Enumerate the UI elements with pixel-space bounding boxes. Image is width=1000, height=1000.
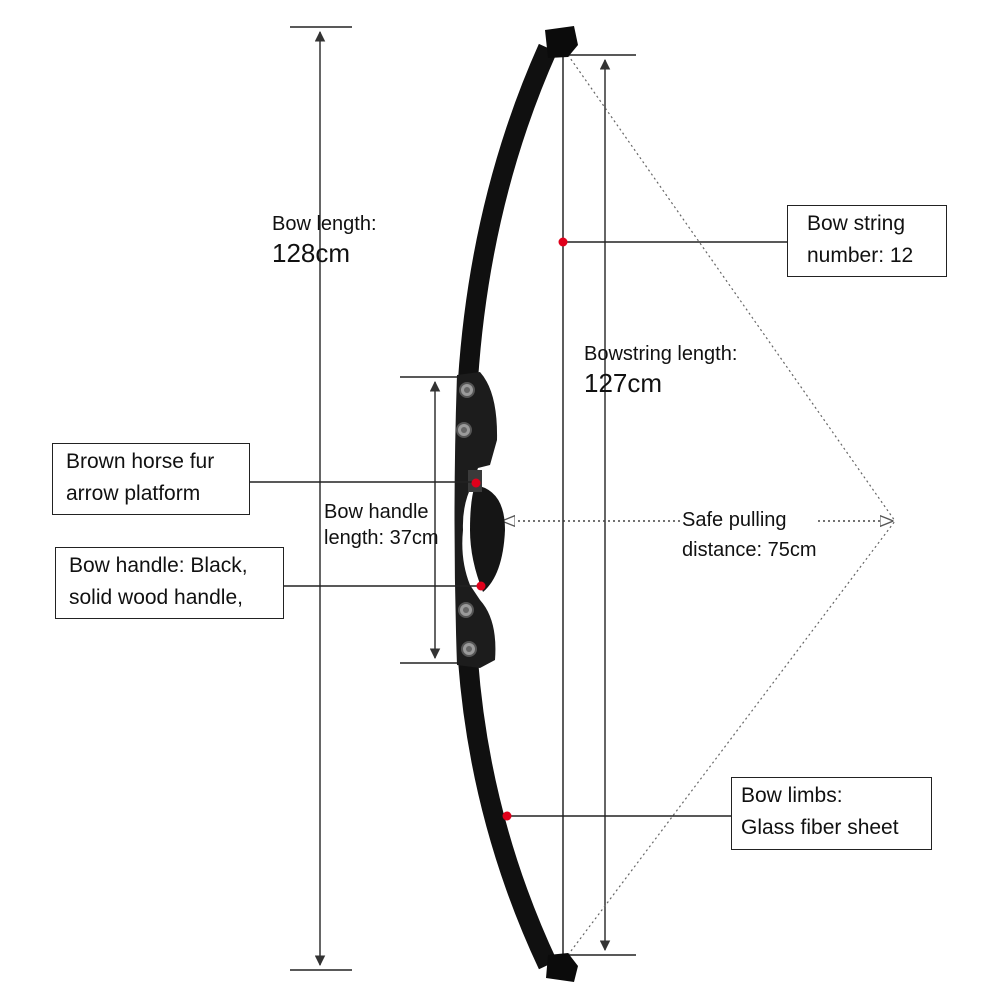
bolt-icon (456, 382, 477, 657)
bow-handle-length-line2: length: 37cm (324, 527, 439, 549)
bow-limbs-line1: Bow limbs: (741, 784, 843, 807)
marker-bow-handle (476, 581, 486, 591)
bow-handle-length-label: Bow handle length: 37cm (324, 499, 439, 551)
bow-limbs-line2: Glass fiber sheet (741, 816, 899, 839)
safe-pulling-label: Safe pulling distance: 75cm (682, 505, 817, 565)
arrow-platform-line1: Brown horse fur (66, 450, 215, 473)
callout-bow-limbs: Bow limbs: Glass fiber sheet (731, 777, 932, 850)
grip (470, 485, 505, 592)
bow-handle-length-line1: Bow handle (324, 501, 429, 523)
bowstring-length-title: Bowstring length: (584, 343, 738, 365)
marker-bow-limbs (502, 811, 512, 821)
bow-illustration (454, 26, 578, 982)
bow-length-label: Bow length: 128cm (272, 212, 377, 269)
callout-bow-string: Bow string number: 12 (787, 205, 947, 277)
marker-bow-string (558, 237, 568, 247)
arrow-platform-line2: arrow platform (66, 482, 201, 505)
lower-limb-tip (546, 953, 578, 982)
bow-length-title: Bow length: (272, 213, 377, 235)
bow-length-dimension (290, 26, 352, 971)
bowstring-length-dimension (568, 54, 636, 956)
bow-handle-line1: Bow handle: Black, (69, 554, 248, 577)
lower-limb (458, 659, 558, 970)
callout-bow-handle: Bow handle: Black, solid wood handle, (55, 547, 284, 619)
draw-triangle (567, 54, 896, 956)
callout-arrow-platform: Brown horse fur arrow platform (52, 443, 250, 515)
handle-length-dimension (400, 376, 466, 664)
upper-limb (458, 43, 558, 381)
riser (454, 372, 498, 668)
leader-lines (249, 241, 787, 817)
bowstring-length-label: Bowstring length: 127cm (584, 342, 737, 399)
bow-string-line2: number: 12 (807, 244, 914, 267)
bow-handle-line2: solid wood handle, (69, 586, 243, 609)
upper-limb-tip (545, 26, 578, 58)
bow-length-value: 128cm (272, 238, 351, 268)
safe-pulling-line1: Safe pulling (682, 505, 817, 535)
bow-string-line1: Bow string (807, 212, 906, 235)
markers (471, 237, 568, 821)
safe-pulling-line2: distance: 75cm (682, 539, 817, 561)
marker-arrow-platform (471, 478, 481, 488)
bowstring-length-value: 127cm (584, 368, 663, 398)
